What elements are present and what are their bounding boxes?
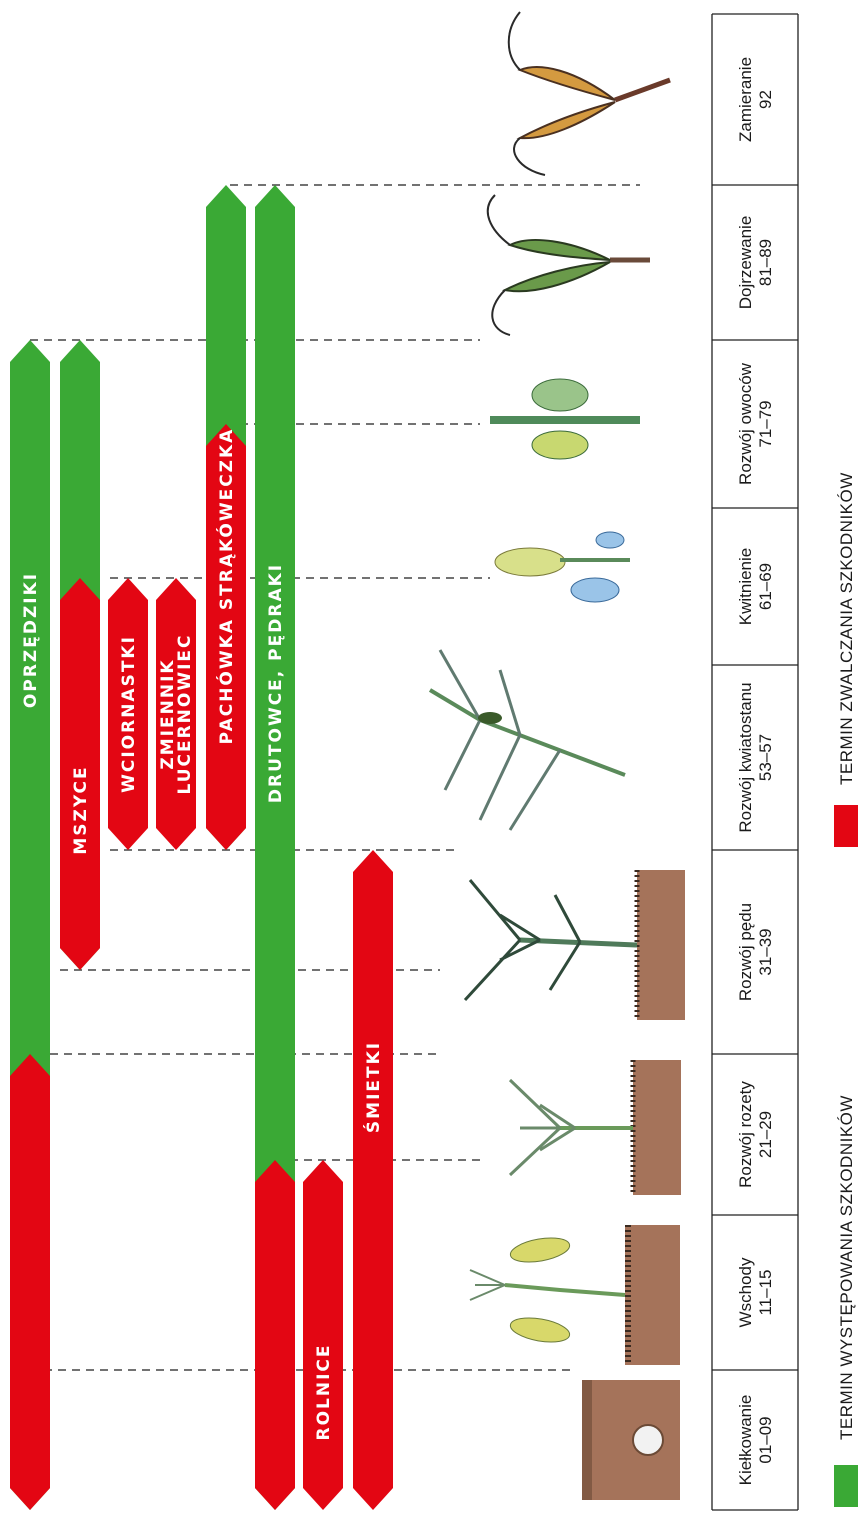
stage-table <box>712 14 798 1510</box>
stage-code: 31–39 <box>756 928 775 975</box>
control-bar <box>353 850 393 1510</box>
pest-bar: PACHÓWKA STRĄKÓWECZKA <box>206 185 246 850</box>
pest-label: MSZYCE <box>71 765 91 854</box>
stage-label: Rozwój kwiatostanu53–57 <box>736 682 775 832</box>
legend: TERMIN WYSTĘPOWANIA SZKODNIKÓW TERMIN ZW… <box>834 472 858 1507</box>
control-bar <box>303 1160 343 1510</box>
pest-label: PACHÓWKA STRĄKÓWECZKA <box>215 428 237 745</box>
inflorescence-plant-icon <box>430 650 625 830</box>
stage-label: Kwitnienie61–69 <box>736 548 775 626</box>
stage-name: Zamieranie <box>736 57 755 142</box>
flower-icon <box>495 532 630 602</box>
control-bar <box>255 1160 295 1510</box>
legend-occurrence-label: TERMIN WYSTĘPOWANIA SZKODNIKÓW <box>837 1095 856 1440</box>
legend-control-swatch <box>834 805 858 847</box>
pest-label: ŚMIETKI <box>362 1041 384 1133</box>
stage-code: 21–29 <box>756 1111 775 1158</box>
stage-label: Zamieranie92 <box>736 57 775 142</box>
pest-bar: ZMIENNIKLUCERNOWIEC <box>156 578 196 850</box>
dry-pod-icon <box>509 12 670 175</box>
seedling-icon <box>470 1225 680 1365</box>
stage-code: 92 <box>756 90 775 109</box>
seed-icon <box>582 1380 680 1500</box>
stage-code: 11–15 <box>756 1269 775 1315</box>
stage-labels: Kiełkowanie01–09 Wschody11–15 Rozwój rozet… <box>736 57 775 1485</box>
stage-name: Kiełkowanie <box>736 1395 755 1486</box>
stage-label: Rozwój rozety21–29 <box>736 1081 775 1188</box>
control-bar <box>10 1054 50 1510</box>
pest-label: ROLNICE <box>314 1343 334 1440</box>
pest-bar: ROLNICE <box>303 1160 343 1510</box>
stage-label: Wschody11–15 <box>736 1257 775 1327</box>
pest-label: DRUTOWCE, PĘDRAKI <box>266 563 286 803</box>
stage-code: 53–57 <box>756 734 775 781</box>
stage-label: Kiełkowanie01–09 <box>736 1395 775 1486</box>
pest-bars: OPRZĘDZIKI MSZYCE WCIORNASTKI ZMIENNIKLUCER… <box>10 185 393 1510</box>
stage-name: Rozwój kwiatostanu <box>736 682 755 832</box>
stage-name: Rozwój owoców <box>736 362 755 485</box>
stage-name: Dojrzewanie <box>736 216 755 310</box>
stage-name: Wschody <box>736 1257 755 1327</box>
pest-bar: WCIORNASTKI <box>108 578 148 850</box>
stage-code: 01–09 <box>756 1416 775 1463</box>
stage-label: Rozwój pędu31–39 <box>736 903 775 1001</box>
stage-code: 81–89 <box>756 239 775 286</box>
stage-label: Dojrzewanie81–89 <box>736 216 775 310</box>
stage-code: 71–79 <box>756 400 775 447</box>
pest-bar: MSZYCE <box>60 340 100 970</box>
pest-label: WCIORNASTKI <box>119 635 139 793</box>
pest-bar: ŚMIETKI <box>353 850 393 1510</box>
pest-bar: DRUTOWCE, PĘDRAKI <box>255 185 295 1510</box>
ripe-pod-icon <box>488 195 650 335</box>
legend-control-label: TERMIN ZWALCZANIA SZKODNIKÓW <box>837 472 856 785</box>
rosette-plant-icon <box>510 1060 681 1195</box>
stage-name: Kwitnienie <box>736 548 755 626</box>
pest-label: OPRZĘDZIKI <box>21 572 41 708</box>
stage-name: Rozwój pędu <box>736 903 755 1001</box>
pest-bar: OPRZĘDZIKI <box>10 340 50 1510</box>
stage-name: Rozwój rozety <box>736 1081 755 1188</box>
stem-plant-icon <box>465 870 685 1020</box>
plant-illustrations <box>430 12 685 1500</box>
stage-code: 61–69 <box>756 563 775 610</box>
pod-icon <box>490 379 640 459</box>
stage-label: Rozwój owoców71–79 <box>736 362 775 485</box>
legend-occurrence-swatch <box>834 1465 858 1507</box>
